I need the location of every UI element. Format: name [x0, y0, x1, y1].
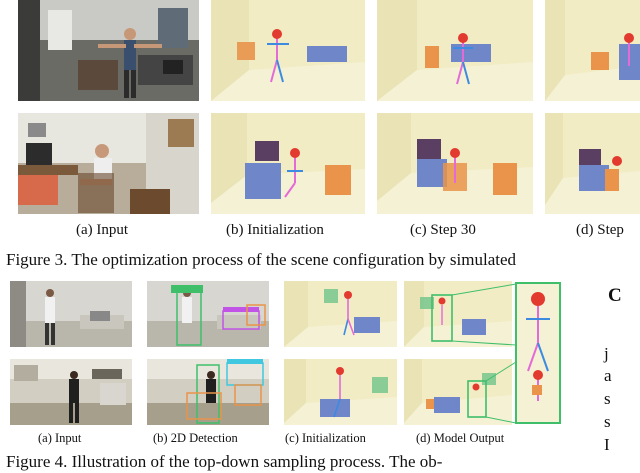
fig4-row2-detection-photo — [147, 359, 269, 425]
fig3-caption-step30: (c) Step 30 — [410, 222, 476, 238]
side-text-line-6: I — [604, 435, 610, 454]
fig3-row2-step30-render — [377, 113, 533, 214]
fig3-caption-input: (a) Input — [76, 222, 128, 238]
fig4-row1-initialization-render — [284, 281, 397, 347]
fig4-row2-initialization-render — [284, 359, 397, 425]
fig4-caption-input: (a) Input — [38, 431, 81, 445]
fig3-row2-input-photo — [18, 113, 199, 214]
side-text-line-3: a — [604, 366, 612, 385]
fig3-caption-step: (d) Step — [576, 222, 624, 238]
fig4-caption-detection: (b) 2D Detection — [153, 431, 238, 445]
fig4-caption-model-output: (d) Model Output — [416, 431, 504, 445]
fig3-row1-step30-render — [377, 0, 533, 101]
fig3-row2-step-render — [545, 113, 640, 214]
fig3-row1-input-photo — [18, 0, 199, 101]
fig3-caption-initialization: (b) Initialization — [226, 222, 324, 238]
side-text-line-1: C — [608, 286, 622, 305]
fig4-caption: Figure 4. Illustration of the top-down s… — [6, 452, 442, 471]
fig4-row1-input-photo — [10, 281, 132, 347]
fig3-caption: Figure 3. The optimization process of th… — [6, 250, 516, 269]
fig3-row1-step-render — [545, 0, 640, 101]
fig4-row1-detection-photo — [147, 281, 269, 347]
fig3-row1-initialization-render — [211, 0, 365, 101]
fig4-row2-input-photo — [10, 359, 132, 425]
fig3-row2-initialization-render — [211, 113, 365, 214]
fig4-row1-model-output-render — [404, 281, 562, 425]
side-text-line-5: s — [604, 412, 611, 431]
side-text-line-2: j — [604, 344, 609, 363]
fig4-caption-initialization: (c) Initialization — [285, 431, 366, 445]
side-text-line-4: s — [604, 389, 611, 408]
